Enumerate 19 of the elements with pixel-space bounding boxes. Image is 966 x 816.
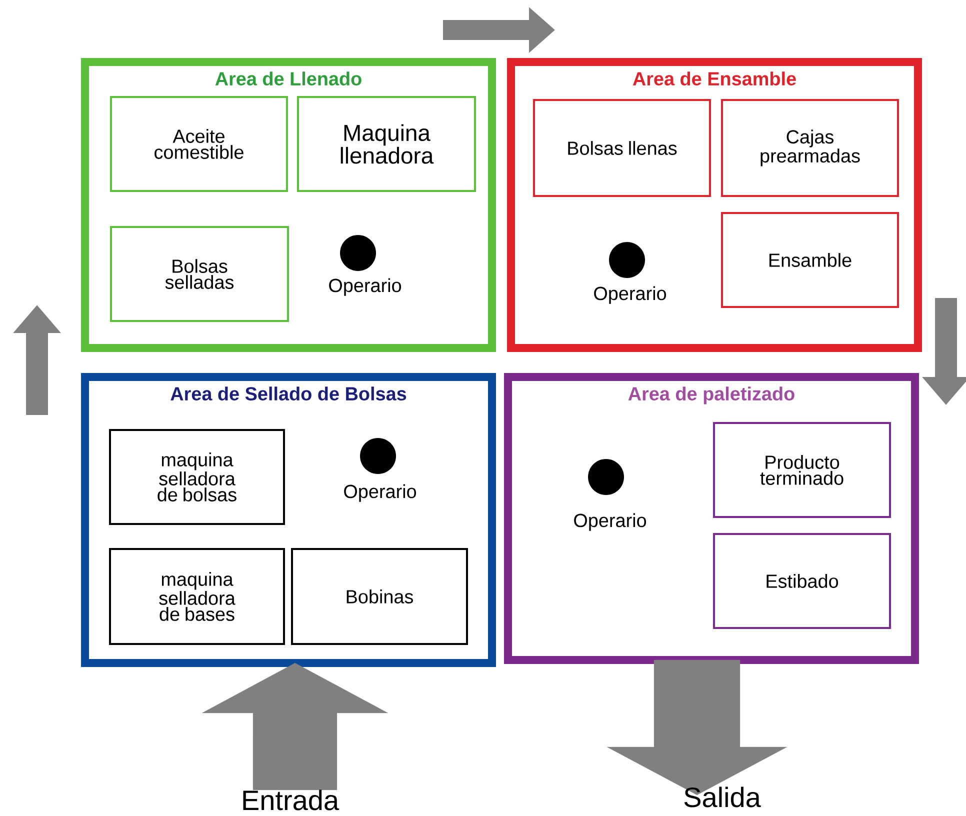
equipment-box: maquina selladora de bolsas	[109, 429, 285, 525]
equipment-box: Aceite comestible	[110, 96, 288, 192]
equipment-box: Bolsas selladas	[110, 226, 290, 322]
operator-label: Operario	[574, 513, 646, 531]
equipment-box: Bolsas llenas	[533, 99, 711, 197]
operator-label: Operario	[329, 278, 402, 296]
equipment-box: Cajas prearmadas	[721, 99, 899, 197]
block-arrow	[202, 662, 388, 790]
equipment-box: Estibado	[713, 533, 891, 629]
flow-label: Entrada	[243, 790, 340, 810]
equipment-box: Ensamble	[721, 212, 899, 308]
equipment-box: Producto terminado	[713, 422, 891, 518]
block-arrow	[606, 660, 788, 796]
equipment-box: Bobinas	[291, 548, 468, 645]
operator-label: Operario	[344, 484, 416, 502]
operator-label: Operario	[594, 286, 666, 304]
flow-label: Salida	[684, 786, 761, 808]
equipment-box: maquina selladora de bases	[109, 548, 285, 645]
equipment-box: Maquina llenadora	[297, 96, 476, 192]
